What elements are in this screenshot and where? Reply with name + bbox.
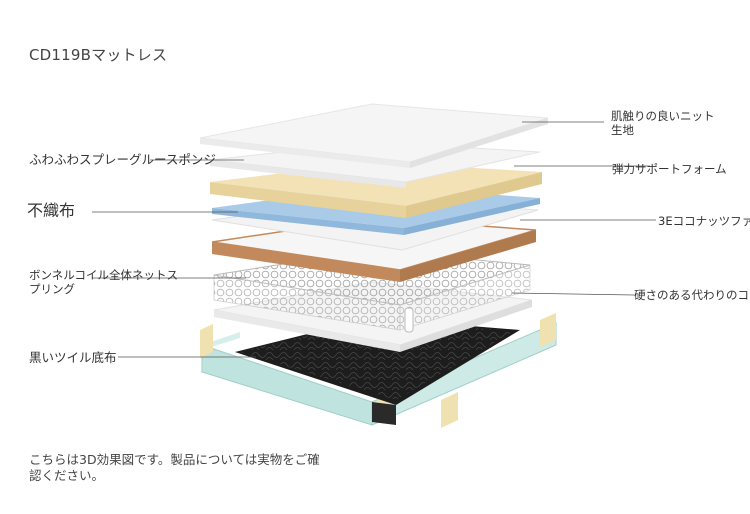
label-spring-line2: プリング (29, 282, 75, 296)
label-soft-knit-line2: 生地 (611, 123, 634, 137)
label-fluffy-sponge: ふわふわスプレーグルースポンジ (29, 152, 216, 167)
top-knit-layer (199, 103, 549, 168)
label-spring: ボンネルコイル全体ネットス プリング (29, 268, 178, 296)
disclaimer-line1: こちらは3D効果図です。製品については実物をご確 (29, 452, 320, 467)
leader-lines (92, 121, 656, 358)
label-coconut: 3Eココナッツファ (658, 214, 750, 228)
label-soft-knit: 肌触りの良いニット 生地 (611, 109, 715, 137)
label-hard-sub: 硬さのある代わりのコ (634, 288, 749, 302)
base-frame (200, 313, 557, 428)
label-spring-line1: ボンネルコイル全体ネットス (29, 268, 179, 282)
label-base: 黒いツイル底布 (29, 350, 117, 365)
label-soft-knit-line1: 肌触りの良いニット (611, 109, 715, 123)
label-non-woven: 不織布 (27, 201, 76, 220)
disclaimer-note: こちらは3D効果図です。製品については実物をご確 認ください。 (29, 452, 320, 484)
disclaimer-line2: 認ください。 (29, 468, 105, 483)
label-elastic-foam: 弾力サポートフォーム (612, 162, 727, 176)
black-twill-base (235, 318, 520, 425)
page-title: CD119Bマットレス (29, 46, 168, 64)
